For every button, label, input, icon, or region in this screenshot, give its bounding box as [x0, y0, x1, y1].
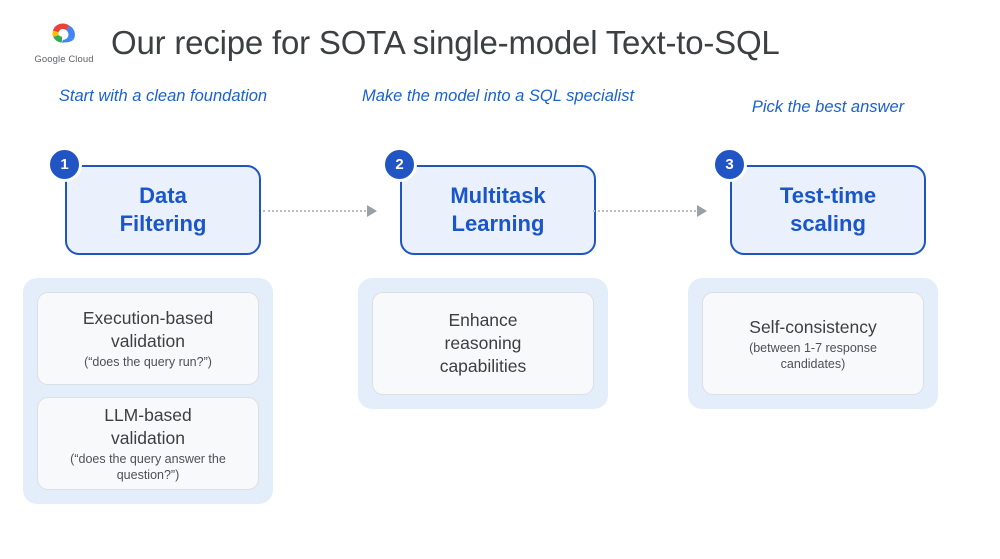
detail-card-title: Enhance reasoning capabilities	[439, 310, 527, 376]
step-card-1[interactable]: Data Filtering 1	[47, 147, 261, 255]
step-card-2[interactable]: Multitask Learning 2	[382, 147, 596, 255]
detail-card-llm-based-validation[interactable]: LLM-based validation (“does the query an…	[37, 397, 259, 490]
connector-line-2	[593, 210, 696, 212]
step-caption-2: Make the model into a SQL specialist	[361, 87, 635, 105]
connector-arrowhead-2	[697, 205, 707, 217]
step-label-3: Test-time scaling	[779, 183, 877, 236]
step-caption-1: Start with a clean foundation	[58, 87, 268, 105]
step-card-3[interactable]: Test-time scaling 3	[712, 147, 926, 255]
detail-card-title: Execution-based validation	[82, 308, 214, 351]
detail-card-title: Self-consistency	[749, 316, 877, 337]
step-label-2: Multitask Learning	[450, 183, 546, 236]
arrow-step2-to-step3-icon	[593, 205, 707, 217]
google-cloud-logo: Google Cloud	[33, 18, 95, 65]
detail-panel-3: Self-consistency (between 1-7 response c…	[688, 278, 938, 409]
detail-card-self-consistency[interactable]: Self-consistency (between 1-7 response c…	[702, 292, 924, 395]
detail-card-subtitle: (“does the query run?”)	[84, 355, 212, 369]
detail-card-subtitle: (“does the query answer the question?”)	[70, 452, 226, 482]
step-card-2-body[interactable]: Multitask Learning	[400, 165, 596, 255]
page-header: Google Cloud Our recipe for SOTA single-…	[33, 18, 780, 66]
step-badge-1: 1	[47, 147, 82, 182]
detail-card-execution-based-validation[interactable]: Execution-based validation (“does the qu…	[37, 292, 259, 385]
google-cloud-logo-mark	[52, 23, 75, 43]
detail-panel-1: Execution-based validation (“does the qu…	[23, 278, 273, 504]
detail-panel-2: Enhance reasoning capabilities	[358, 278, 608, 409]
step-card-3-body[interactable]: Test-time scaling	[730, 165, 926, 255]
step-card-1-body[interactable]: Data Filtering	[65, 165, 261, 255]
connector-line-1	[263, 210, 366, 212]
arrow-step1-to-step2-icon	[263, 205, 377, 217]
detail-card-subtitle: (between 1-7 response candidates)	[749, 340, 877, 371]
page-title: Our recipe for SOTA single-model Text-to…	[111, 23, 780, 61]
step-caption-3: Pick the best answer	[751, 98, 905, 116]
connector-arrowhead-1	[367, 205, 377, 217]
step-label-1: Data Filtering	[119, 183, 207, 236]
step-badge-2: 2	[382, 147, 417, 182]
detail-card-title: LLM-based validation	[104, 405, 192, 448]
step-badge-3: 3	[712, 147, 747, 182]
google-cloud-logo-text: Google Cloud	[34, 54, 94, 65]
detail-card-enhance-reasoning-capabilities[interactable]: Enhance reasoning capabilities	[372, 292, 594, 395]
